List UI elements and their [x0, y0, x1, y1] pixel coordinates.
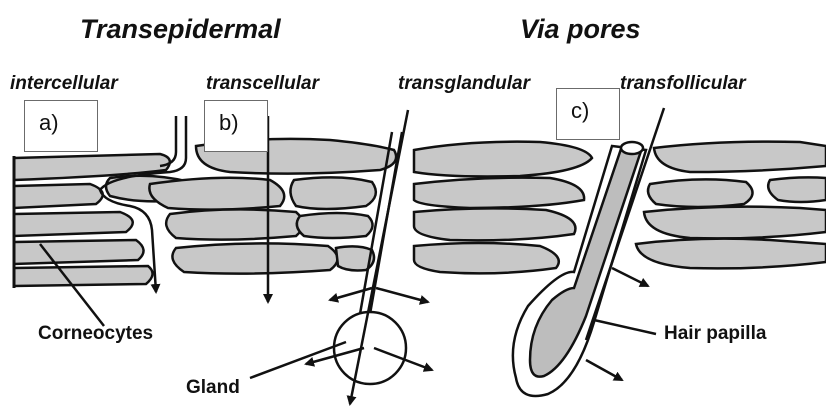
- panel-c-label: c): [571, 98, 589, 123]
- corneocyte: [172, 243, 337, 273]
- corneocyte: [290, 177, 375, 209]
- corneocytes-label: Corneocytes: [38, 323, 153, 345]
- gland-diffusion-arrow: [330, 288, 372, 300]
- panel-a-box: a): [24, 100, 98, 152]
- gland-label: Gland: [186, 377, 240, 399]
- gland-leader-line: [250, 342, 346, 378]
- corneocyte: [644, 207, 826, 239]
- transfollicular-label: transfollicular: [620, 73, 746, 95]
- hair-papilla-leader-line: [594, 320, 656, 334]
- corneocyte: [166, 209, 303, 239]
- follicle-opening: [621, 142, 643, 154]
- corneocyte: [297, 213, 373, 238]
- corneocyte: [414, 208, 575, 240]
- follicle-diffusion-arrow: [612, 268, 648, 286]
- follicle-diffusion-arrow: [586, 360, 622, 380]
- corneocyte: [414, 142, 592, 177]
- transcellular-label: transcellular: [206, 73, 319, 95]
- transepidermal-heading: Transepidermal: [80, 14, 281, 45]
- gland-body: [334, 312, 406, 384]
- panel-c-box: c): [556, 88, 620, 140]
- corneocyte: [768, 177, 826, 202]
- transglandular-label: transglandular: [398, 73, 530, 95]
- via-pores-heading: Via pores: [520, 14, 641, 45]
- gland-diffusion-arrow: [376, 288, 428, 302]
- panel-b-label: b): [219, 110, 239, 135]
- corneocyte: [636, 239, 826, 269]
- hair-papilla-label: Hair papilla: [664, 323, 766, 345]
- corneocyte: [14, 240, 144, 264]
- intercellular-label: intercellular: [10, 73, 118, 95]
- corneocyte: [414, 243, 559, 273]
- corneocyte: [414, 178, 584, 208]
- corneocyte: [14, 212, 133, 236]
- corneocyte: [648, 179, 753, 207]
- corneocyte: [149, 178, 284, 210]
- corneocyte: [14, 184, 103, 208]
- panel-a-label: a): [39, 110, 59, 135]
- panel-b-box: b): [204, 100, 268, 152]
- corneocyte: [14, 266, 153, 286]
- corneocyte: [654, 142, 826, 172]
